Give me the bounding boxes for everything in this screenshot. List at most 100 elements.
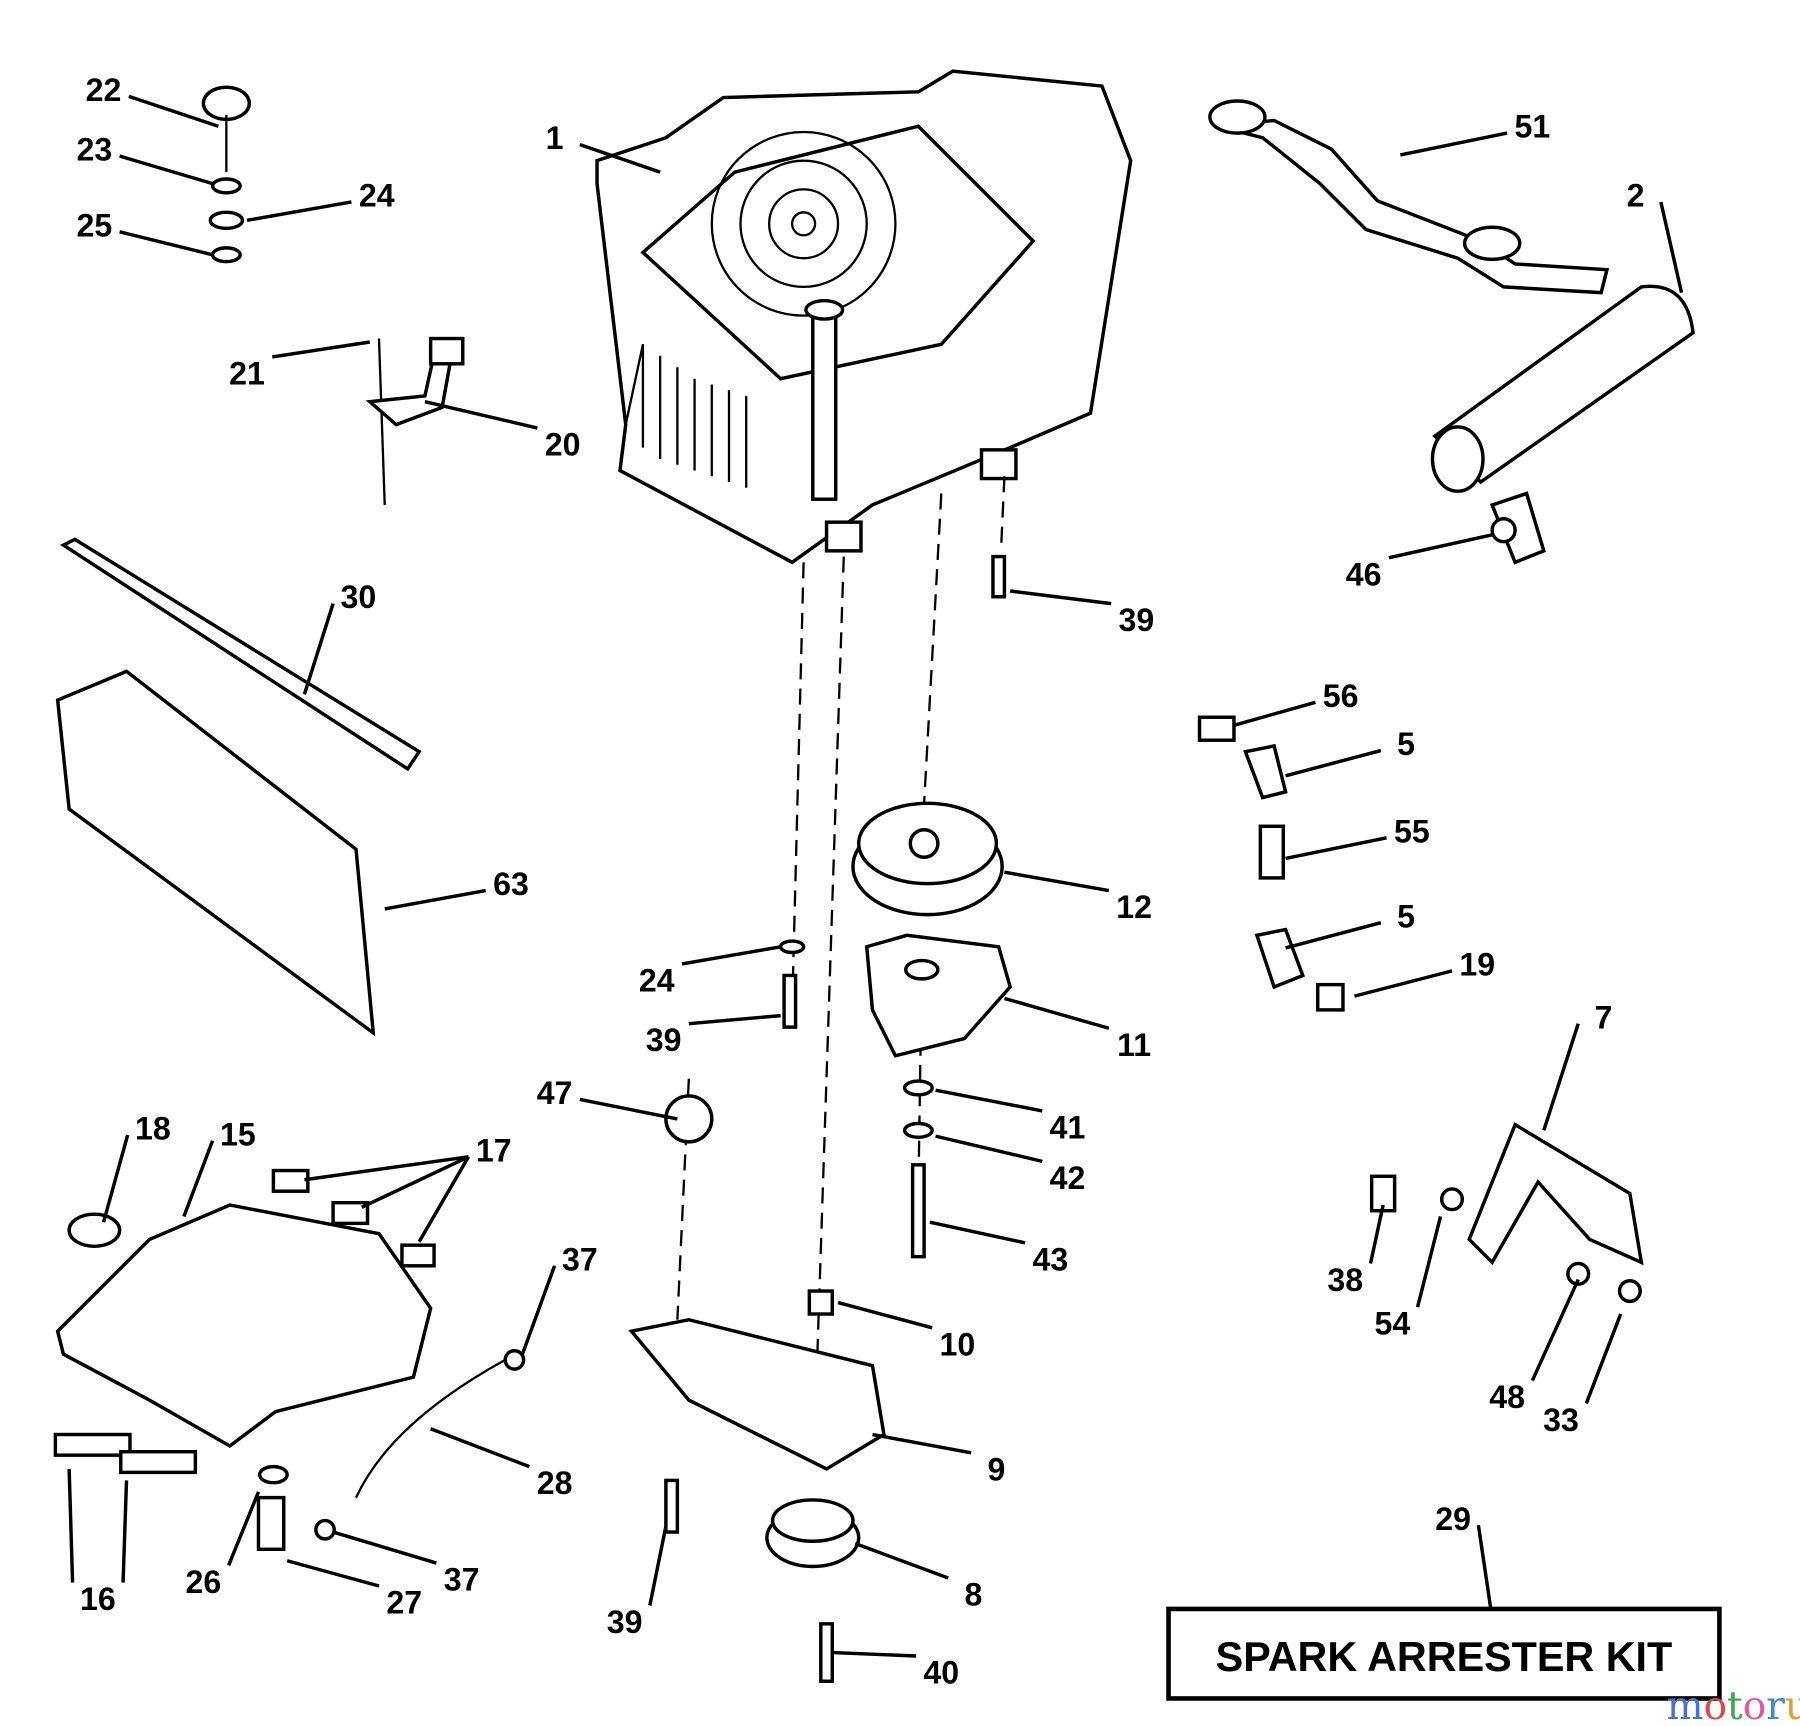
leader-line — [246, 200, 352, 223]
leader-line — [417, 1155, 470, 1243]
leader-line — [1476, 1524, 1494, 1619]
leader-line — [227, 1491, 261, 1566]
leader-line — [1415, 1216, 1443, 1308]
callout-19: 19 — [1459, 946, 1495, 982]
callout-56: 56 — [1323, 678, 1359, 714]
leader-line — [119, 154, 214, 186]
leader-line — [384, 888, 487, 911]
leader-line — [1542, 1023, 1580, 1131]
callout-16: 16 — [80, 1581, 116, 1617]
callout-7: 7 — [1595, 999, 1613, 1035]
callout-47: 47 — [537, 1075, 573, 1111]
callout-27: 27 — [386, 1585, 422, 1621]
leader-line — [332, 1530, 437, 1565]
leader-line — [304, 1155, 469, 1182]
leader-line — [271, 340, 371, 359]
engine-block — [595, 69, 1133, 565]
leader-line — [1400, 131, 1508, 157]
callout-30: 30 — [340, 579, 376, 615]
leader-line — [182, 1140, 215, 1218]
callout-43: 43 — [1032, 1241, 1068, 1277]
leader-line — [929, 1220, 1026, 1245]
leader-line — [837, 1300, 933, 1330]
leader-line — [302, 603, 335, 695]
callout-54: 54 — [1374, 1306, 1410, 1342]
leader-line — [832, 1650, 917, 1658]
leader-line — [1003, 996, 1110, 1030]
throttle-parts — [201, 85, 465, 505]
callout-42: 42 — [1050, 1160, 1086, 1196]
leader-line — [1584, 1313, 1623, 1405]
callout-33: 33 — [1543, 1402, 1579, 1438]
callout-2: 2 — [1627, 178, 1645, 214]
leader-line — [1004, 870, 1110, 893]
spark-arrester-kit-label: SPARK ARRESTER KIT — [1216, 1634, 1673, 1680]
muffler — [1430, 284, 1695, 565]
leader-line — [1368, 1204, 1385, 1264]
callout-18: 18 — [135, 1111, 171, 1147]
watermark-logo: motoruf.de — [1667, 1684, 1800, 1726]
callout-29: 29 — [1435, 1501, 1471, 1537]
callout-41: 41 — [1050, 1109, 1086, 1145]
callout-23: 23 — [77, 132, 113, 168]
callout-5: 5 — [1397, 898, 1415, 934]
callout-24: 24 — [639, 963, 675, 999]
leader-line — [1285, 921, 1382, 950]
fuel-tank — [53, 1168, 526, 1551]
callout-25: 25 — [77, 207, 113, 243]
spark-arrester-kit-box: SPARK ARRESTER KIT — [1166, 1606, 1722, 1701]
callout-39: 39 — [646, 1022, 682, 1058]
leader-line — [430, 1427, 530, 1469]
callout-55: 55 — [1394, 813, 1430, 849]
callout-40: 40 — [923, 1655, 959, 1691]
callout-15: 15 — [220, 1116, 256, 1152]
callout-12: 12 — [1116, 889, 1152, 925]
callout-39: 39 — [607, 1604, 643, 1640]
leader-line — [1009, 589, 1112, 606]
leader-line — [1388, 533, 1493, 560]
callout-37: 37 — [562, 1241, 598, 1277]
leader-line — [1659, 201, 1684, 294]
leader-line — [935, 1134, 1043, 1164]
leader-line — [361, 1155, 470, 1209]
leader-line — [688, 1013, 781, 1026]
callout-26: 26 — [186, 1564, 222, 1600]
callout-8: 8 — [965, 1577, 983, 1613]
engine-mount-plate — [628, 554, 1007, 1534]
pulleys-and-clutch — [765, 801, 1013, 1683]
callout-39: 39 — [1119, 602, 1155, 638]
callout-48: 48 — [1489, 1379, 1525, 1415]
callout-22: 22 — [86, 72, 122, 108]
leader-line — [121, 1480, 129, 1583]
callout-24: 24 — [359, 178, 395, 214]
callout-17: 17 — [476, 1132, 512, 1168]
callout-37: 37 — [444, 1562, 480, 1598]
leader-line — [579, 142, 661, 174]
leader-line — [101, 1134, 130, 1223]
callout-38: 38 — [1327, 1262, 1363, 1298]
leader-line — [1285, 836, 1387, 861]
callout-21: 21 — [229, 355, 265, 391]
baffle-and-strip — [55, 537, 422, 1037]
leader-lines — [67, 94, 1684, 1658]
leader-line — [872, 1432, 972, 1455]
leader-line — [935, 1088, 1043, 1113]
fittings — [1197, 715, 1345, 1012]
leader-line — [128, 94, 219, 128]
callout-28: 28 — [537, 1465, 573, 1501]
leader-line — [67, 1468, 75, 1583]
leader-line — [1233, 700, 1316, 727]
leader-line — [681, 945, 781, 966]
callout-5: 5 — [1397, 726, 1415, 762]
callout-63: 63 — [493, 866, 529, 902]
exhaust-pipe — [1208, 99, 1610, 295]
callout-20: 20 — [545, 427, 581, 463]
leader-line — [854, 1541, 949, 1580]
callout-10: 10 — [940, 1326, 976, 1362]
leader-line — [1530, 1278, 1580, 1382]
bracket-7 — [1369, 1122, 1644, 1304]
leader-line — [648, 1525, 668, 1606]
callout-9: 9 — [987, 1451, 1005, 1487]
